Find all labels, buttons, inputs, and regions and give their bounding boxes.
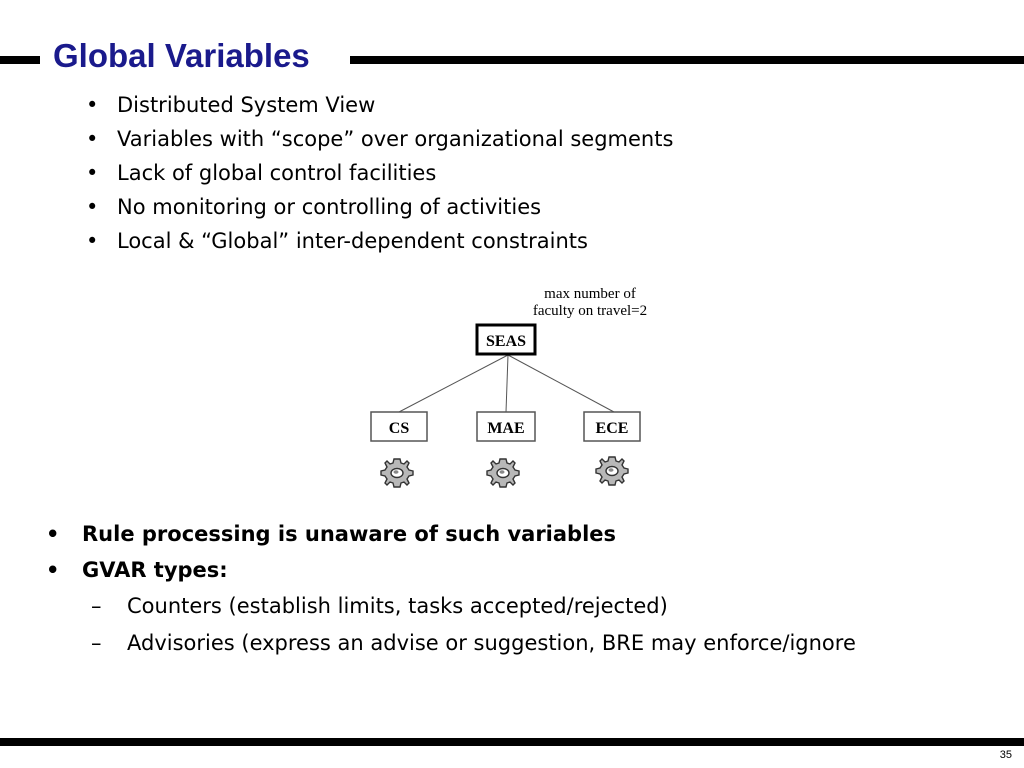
page-number: 35 [999, 749, 1012, 761]
sub-list-item: – Counters (establish limits, tasks acce… [44, 588, 856, 625]
node-seas: SEAS [475, 323, 537, 356]
node-ece: ECE [583, 411, 641, 442]
annotation-line2: faculty on travel=2 [533, 303, 647, 319]
list-item: • Lack of global control facilities [80, 156, 673, 190]
list-item-text: Lack of global control facilities [117, 161, 437, 185]
slide-title: Global Variables [53, 37, 310, 74]
node-cs-label: CS [389, 420, 410, 437]
gear-icon-cs [380, 458, 414, 488]
bullet-icon: • [86, 93, 99, 117]
node-ece-label: ECE [596, 420, 629, 437]
footer-rule [0, 738, 1024, 746]
node-cs: CS [370, 411, 428, 442]
dash-icon: – [91, 631, 102, 655]
gear-icon-mae [486, 458, 520, 488]
list-item: • Variables with “scope” over organizati… [80, 122, 673, 156]
dash-icon: – [91, 594, 102, 618]
org-diagram: max number of faculty on travel=2 SEAS C… [340, 280, 680, 500]
list-item: • Distributed System View [80, 88, 673, 122]
list-item: • GVAR types: [44, 552, 856, 588]
node-mae: MAE [476, 411, 536, 442]
bullet-icon: • [86, 195, 99, 219]
list-item: • No monitoring or controlling of activi… [80, 190, 673, 224]
connector-line-cs [398, 354, 509, 413]
list-item-text: Local & “Global” inter-dependent constra… [117, 229, 588, 253]
gear-icon-ece [595, 456, 629, 486]
list-item: • Rule processing is unaware of such var… [44, 516, 856, 552]
connector-line-ece [507, 354, 615, 413]
list-item-text: GVAR types: [82, 558, 228, 582]
bullet-icon: • [46, 558, 60, 582]
sub-list-item-text: Advisories (express an advise or suggest… [127, 631, 856, 655]
title-rule-left [0, 56, 40, 64]
sub-list-item-text: Counters (establish limits, tasks accept… [127, 594, 668, 618]
bullet-icon: • [86, 229, 99, 253]
title-rule-right [350, 56, 1024, 64]
node-seas-label: SEAS [486, 333, 526, 350]
bullet-icon: • [46, 522, 60, 546]
sub-list-item: – Advisories (express an advise or sugge… [44, 625, 856, 662]
annotation-line1: max number of [544, 286, 636, 302]
bullet-icon: • [86, 127, 99, 151]
bullet-list-bottom: • Rule processing is unaware of such var… [44, 516, 856, 662]
list-item-text: No monitoring or controlling of activiti… [117, 195, 542, 219]
list-item-text: Distributed System View [117, 93, 376, 117]
bullet-list-top: • Distributed System View • Variables wi… [80, 88, 673, 258]
list-item-text: Rule processing is unaware of such varia… [82, 522, 617, 546]
connector-line-mae [505, 354, 509, 413]
list-item: • Local & “Global” inter-dependent const… [80, 224, 673, 258]
node-mae-label: MAE [487, 420, 524, 437]
list-item-text: Variables with “scope” over organization… [117, 127, 674, 151]
bullet-icon: • [86, 161, 99, 185]
